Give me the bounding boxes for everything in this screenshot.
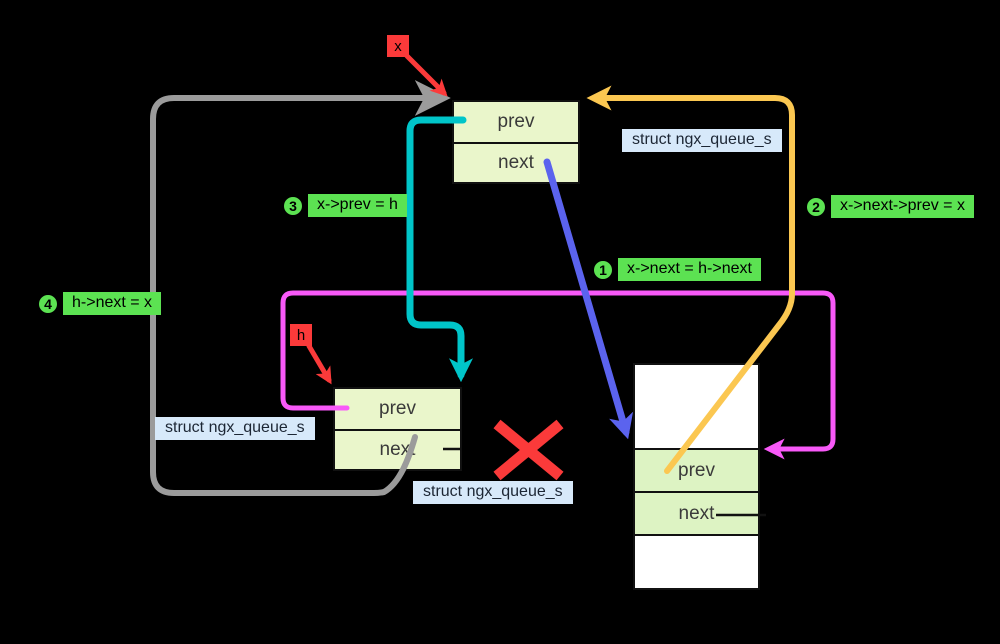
op-label-4: 4 h->next = x [37, 292, 162, 315]
op-text-3: x->prev = h [308, 194, 407, 217]
op-text-4: h->next = x [63, 292, 162, 315]
field-prev: prev [497, 111, 535, 132]
op-number-badge-3: 3 [282, 194, 304, 217]
yellow-arrow-node-prev-to-x [586, 85, 795, 474]
queue-node-next: prev next [633, 363, 760, 590]
cyan-arrow-x-prev-to-h [406, 116, 473, 383]
struct-label-top-right: struct ngx_queue_s [622, 129, 782, 152]
crossed-out-link-x-mark [493, 419, 564, 481]
field-next: next [454, 142, 578, 182]
op-number-badge-2: 2 [805, 195, 827, 218]
field-prev: prev [635, 448, 758, 491]
field-prev: prev [379, 398, 416, 419]
queue-node-h: prev next [333, 387, 462, 471]
op-label-3: 3 x->prev = h [282, 194, 407, 217]
op-label-1: 1 x->next = h->next [592, 258, 761, 281]
op-number-badge-1: 1 [592, 258, 614, 281]
queue-node-x: prev next [452, 100, 580, 184]
gray-arrow-h-next-to-x [150, 80, 451, 496]
struct-label-middle-left: struct ngx_queue_s [155, 417, 315, 440]
op-label-2: 2 x->next->prev = x [805, 195, 974, 218]
red-arrow-h-pointer [306, 343, 332, 385]
op-number-badge-4: 4 [37, 292, 59, 315]
pointer-label-x: x [387, 35, 409, 57]
op-text-1: x->next = h->next [618, 258, 761, 281]
struct-label-bottom-center: struct ngx_queue_s [413, 481, 573, 504]
pointer-label-h: h [290, 324, 312, 346]
field-empty-bottom [635, 534, 758, 588]
op-text-2: x->next->prev = x [831, 195, 974, 218]
red-arrow-x-pointer [404, 53, 448, 97]
blue-arrow-x-next-to-node [543, 158, 634, 440]
field-next: next [635, 491, 758, 534]
magenta-arrow-h-prev-to-node [280, 290, 836, 460]
